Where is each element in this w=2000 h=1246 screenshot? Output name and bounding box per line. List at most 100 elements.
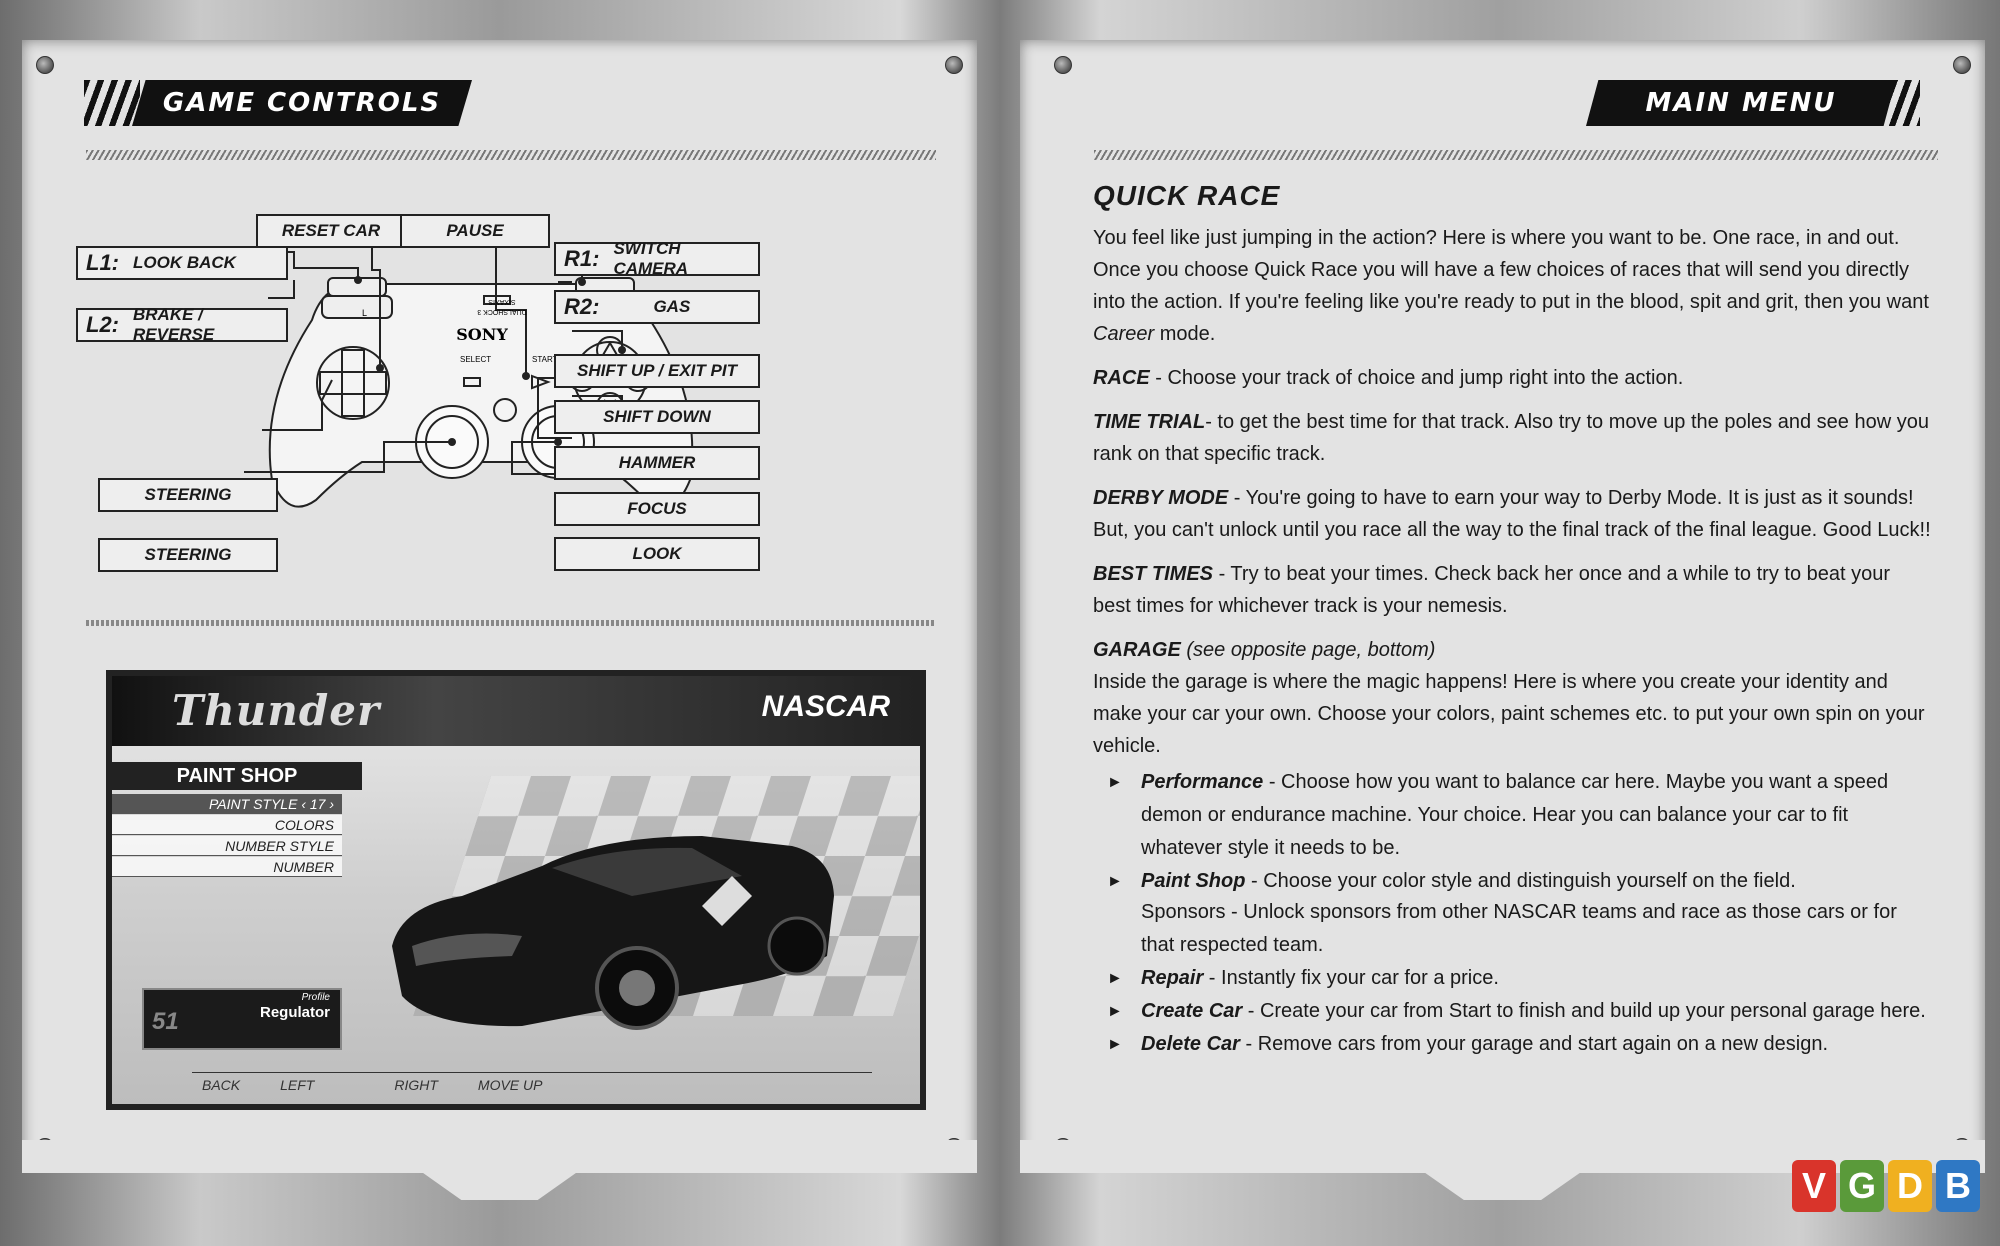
list-item: Performance - Choose how you want to bal… bbox=[1107, 766, 1933, 865]
controller-sixaxis: SIXAXIS bbox=[488, 298, 516, 305]
label-l2: L2: BRAKE / REVERSE bbox=[76, 305, 288, 344]
banner-stripes-icon bbox=[84, 80, 140, 126]
screw-icon bbox=[945, 56, 963, 74]
r2-key: R2: bbox=[564, 294, 600, 319]
label-hammer: HAMMER bbox=[554, 446, 760, 480]
divider bbox=[86, 620, 936, 626]
paint-shop-title: PAINT SHOP bbox=[112, 762, 362, 790]
label-steering-2: STEERING bbox=[98, 538, 278, 572]
label-reset-car: RESET CAR bbox=[256, 214, 406, 248]
intro-end: mode. bbox=[1154, 323, 1216, 345]
hint-left: LEFT bbox=[280, 1076, 315, 1093]
page-number-right: 5 bbox=[1490, 1144, 1532, 1184]
nascar-logo: NASCAR bbox=[761, 690, 890, 723]
garage-heading: GARAGE (see opposite page, bottom) bbox=[1093, 634, 1933, 666]
intro-text: You feel like just jumping in the action… bbox=[1093, 227, 1929, 313]
l2-action: BRAKE / REVERSE bbox=[133, 305, 215, 344]
menu-item-number: NUMBER bbox=[112, 857, 342, 877]
watermark-letter-g: G bbox=[1840, 1160, 1884, 1212]
screw-icon bbox=[1054, 1138, 1072, 1156]
race-term: RACE bbox=[1093, 367, 1150, 389]
watermark-letter-d: D bbox=[1888, 1160, 1932, 1212]
watermark-letter-b: B bbox=[1936, 1160, 1980, 1212]
list-item: Delete Car - Remove cars from your garag… bbox=[1107, 1028, 1933, 1061]
hint-right: RIGHT bbox=[394, 1076, 438, 1093]
label-r2: R2:GAS bbox=[554, 290, 760, 324]
time-trial-text: - to get the best time for that track. A… bbox=[1093, 411, 1929, 465]
derby-paragraph: DERBY MODE - You're going to have to ear… bbox=[1093, 482, 1933, 546]
banner-stripes-icon bbox=[1864, 80, 1920, 126]
garage-note: (see opposite page, bottom) bbox=[1180, 639, 1436, 661]
label-l1: L1: LOOK BACK bbox=[76, 246, 288, 280]
label-shift-down: SHIFT DOWN bbox=[554, 400, 760, 434]
section-heading: QUICK RACE bbox=[1093, 180, 1281, 211]
game-screenshot: Thunder NASCAR PAINT SHOP PAINT STYLE ‹ … bbox=[106, 670, 926, 1110]
bullet-term: Paint Shop bbox=[1141, 870, 1246, 892]
bullet-text: - Choose how you want to balance car her… bbox=[1141, 771, 1889, 859]
bullet-text: - Choose your color style and distinguis… bbox=[1245, 870, 1796, 892]
menu-item-paint-style: PAINT STYLE ‹ 17 › bbox=[112, 794, 342, 814]
screw-icon bbox=[945, 1138, 963, 1156]
bullet-text: - Create your car from Start to finish a… bbox=[1242, 1000, 1926, 1022]
page-number-left: 4 bbox=[478, 1144, 520, 1184]
page-banner: GAME CONTROLS bbox=[132, 80, 472, 126]
divider bbox=[1094, 150, 1938, 160]
label-steering-1: STEERING bbox=[98, 478, 278, 512]
r1-key: R1: bbox=[564, 246, 600, 271]
screenshot-header bbox=[112, 676, 920, 746]
intro-career: Career bbox=[1093, 323, 1155, 345]
page-banner: MAIN MENU bbox=[1586, 80, 1896, 126]
game-logo: Thunder bbox=[172, 686, 381, 735]
race-car-image bbox=[392, 836, 834, 1030]
best-times-paragraph: BEST TIMES - Try to beat your times. Che… bbox=[1093, 558, 1933, 622]
screw-icon bbox=[1054, 56, 1072, 74]
garage-term: GARAGE bbox=[1093, 639, 1181, 661]
screw-icon bbox=[1953, 1138, 1971, 1156]
profile-number: 51 bbox=[152, 1008, 179, 1035]
derby-term: DERBY MODE bbox=[1093, 487, 1229, 509]
screw-icon bbox=[36, 1138, 54, 1156]
left-page: GAME CONTROLS bbox=[22, 40, 977, 1184]
screw-icon bbox=[36, 56, 54, 74]
race-paragraph: RACE - Choose your track of choice and j… bbox=[1093, 362, 1933, 394]
controller-brand: SONY bbox=[456, 325, 508, 344]
label-r1: R1:SWITCH CAMERA bbox=[554, 239, 760, 278]
screw-icon bbox=[1953, 56, 1971, 74]
profile-label: Profile bbox=[301, 992, 330, 1003]
list-item: Create Car - Create your car from Start … bbox=[1107, 995, 1933, 1028]
bullet-text: Sponsors - Unlock sponsors from other NA… bbox=[1141, 901, 1897, 956]
race-text: - Choose your track of choice and jump r… bbox=[1149, 367, 1684, 389]
label-focus: FOCUS bbox=[554, 492, 760, 526]
list-item: Repair - Instantly fix your car for a pr… bbox=[1107, 962, 1933, 995]
controller-model: DUALSHOCK 3 bbox=[477, 308, 527, 315]
derby-text: - You're going to have to earn your way … bbox=[1093, 487, 1931, 541]
menu-item-number-style: NUMBER STYLE bbox=[112, 836, 342, 856]
controller-l-label: L bbox=[362, 308, 367, 318]
screenshot-button-bar: BACK LEFT RIGHT MOVE UP bbox=[192, 1072, 872, 1096]
bullet-term: Delete Car bbox=[1141, 1033, 1240, 1055]
list-item: Sponsors - Unlock sponsors from other NA… bbox=[1107, 896, 1933, 962]
intro-paragraph: You feel like just jumping in the action… bbox=[1093, 222, 1933, 350]
best-times-text: - Try to beat your times. Check back her… bbox=[1093, 563, 1891, 617]
profile-card: Profile Regulator 51 bbox=[142, 988, 342, 1050]
controller-start-label: START bbox=[532, 355, 558, 364]
controller-select-label: SELECT bbox=[460, 355, 491, 364]
label-pause: PAUSE bbox=[400, 214, 550, 248]
list-item: Paint Shop - Choose your color style and… bbox=[1107, 865, 1933, 898]
time-trial-paragraph: TIME TRIAL- to get the best time for tha… bbox=[1093, 406, 1933, 470]
bullet-text: - Remove cars from your garage and start… bbox=[1239, 1033, 1829, 1055]
bullet-term: Performance bbox=[1141, 771, 1264, 793]
profile-name: Regulator bbox=[259, 1004, 330, 1021]
main-menu-content: QUICK RACE You feel like just jumping in… bbox=[1093, 180, 1933, 1061]
bullet-text: - Instantly fix your car for a price. bbox=[1203, 967, 1499, 989]
watermark-letter-v: V bbox=[1792, 1160, 1836, 1212]
label-shift-up: SHIFT UP / EXIT PIT bbox=[554, 354, 760, 388]
l1-key: L1: bbox=[86, 250, 119, 275]
best-times-term: BEST TIMES bbox=[1093, 563, 1214, 585]
garage-options-list: Performance - Choose how you want to bal… bbox=[1107, 766, 1933, 1061]
l2-key: L2: bbox=[86, 312, 119, 337]
label-look: LOOK bbox=[554, 537, 760, 571]
hint-back: BACK bbox=[202, 1076, 241, 1093]
l1-action: LOOK BACK bbox=[133, 253, 236, 272]
